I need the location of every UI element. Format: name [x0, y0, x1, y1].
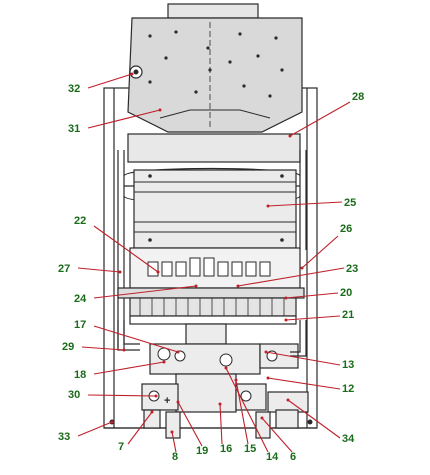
leader-line-6 [261, 417, 293, 453]
leader-tip-18 [162, 360, 166, 364]
callout-label-6: 6 [290, 451, 296, 463]
leader-tip-20 [284, 296, 288, 300]
callout-label-7: 7 [118, 441, 124, 453]
leader-tip-8 [170, 430, 174, 434]
leader-line-12 [267, 377, 341, 390]
callout-label-30: 30 [68, 389, 80, 401]
leader-line-13 [265, 351, 341, 366]
draft-sensor [129, 65, 143, 79]
leader-line-18 [93, 361, 165, 375]
callout-label-32: 32 [68, 83, 80, 95]
leader-tip-15 [234, 378, 238, 382]
callout-label-14: 14 [266, 451, 279, 463]
callout-label-16: 16 [220, 443, 232, 455]
leader-line-25 [267, 201, 343, 207]
leader-tip-19 [176, 400, 180, 404]
burner-lower-plate [129, 315, 297, 325]
bottom-connectors [143, 409, 299, 439]
callout-label-26: 26 [340, 223, 352, 235]
draft-hood-inner [159, 109, 271, 119]
leader-line-26 [301, 235, 339, 269]
leader-line-20 [285, 292, 339, 299]
callout-label-28: 28 [352, 91, 364, 103]
leader-line-34 [287, 399, 341, 439]
callout-label-17: 17 [74, 319, 86, 331]
draft-hood [127, 17, 303, 133]
leader-line-24 [93, 285, 197, 299]
callout-label-27: 27 [58, 263, 70, 275]
leader-tip-7 [150, 410, 154, 414]
callout-label-15: 15 [244, 443, 256, 455]
leader-tip-25 [266, 204, 270, 208]
callout-label-21: 21 [342, 309, 354, 321]
leader-tip-32 [130, 72, 134, 76]
leader-line-33 [77, 421, 113, 437]
leader-line-29 [81, 346, 125, 351]
leader-tip-17 [176, 350, 180, 354]
leader-tip-24 [194, 284, 198, 288]
leader-tip-6 [260, 416, 264, 420]
leader-line-16 [219, 403, 223, 445]
leader-line-14 [225, 367, 269, 453]
leader-tip-28 [288, 134, 292, 138]
callout-label-24: 24 [74, 293, 87, 305]
flue-outlet [167, 3, 259, 19]
burner-block [129, 297, 297, 317]
callout-label-31: 31 [68, 123, 80, 135]
leader-tip-31 [158, 108, 162, 112]
leader-line-7 [127, 411, 153, 445]
leader-tip-14 [224, 366, 228, 370]
leader-tip-21 [284, 318, 288, 322]
leader-tip-12 [266, 376, 270, 380]
leader-line-32 [87, 73, 133, 89]
leader-line-8 [171, 431, 177, 453]
leader-line-27 [77, 267, 121, 273]
leader-line-30 [87, 394, 157, 397]
valve-assembly [141, 323, 309, 413]
leader-line-17 [93, 325, 179, 353]
leader-tip-22 [156, 270, 160, 274]
leader-line-22 [93, 225, 159, 273]
callout-label-23: 23 [346, 263, 358, 275]
leader-tip-29 [122, 348, 126, 352]
leader-tip-26 [300, 266, 304, 270]
callout-label-22: 22 [74, 215, 86, 227]
callout-label-29: 29 [62, 341, 74, 353]
leader-tip-34 [286, 398, 290, 402]
callout-label-19: 19 [196, 445, 208, 457]
leader-tip-33 [110, 420, 114, 424]
leader-line-31 [87, 109, 161, 129]
leader-line-23 [237, 267, 345, 287]
leader-tip-13 [264, 350, 268, 354]
leader-tip-27 [118, 270, 122, 274]
callout-label-25: 25 [344, 197, 356, 209]
exchanger-top [127, 133, 301, 163]
draft-hood-rivets [148, 30, 284, 98]
callout-label-20: 20 [340, 287, 352, 299]
callout-label-33: 33 [58, 431, 70, 443]
exchanger-screws [148, 174, 284, 242]
heat-exchanger [133, 169, 297, 249]
burner-ribs [139, 298, 285, 316]
valve-plus-mark: + [164, 395, 170, 407]
exchanger-coils [134, 181, 296, 233]
leader-tip-16 [218, 402, 222, 406]
leader-line-21 [285, 315, 341, 321]
leader-tip-23 [236, 284, 240, 288]
callout-label-12: 12 [342, 383, 354, 395]
burner-manifold [117, 287, 305, 299]
callout-leaders [77, 72, 351, 453]
leader-line-28 [289, 101, 351, 137]
callout-label-13: 13 [342, 359, 354, 371]
leader-tip-30 [154, 394, 158, 398]
callout-label-18: 18 [74, 369, 86, 381]
callout-label-34: 34 [342, 433, 355, 445]
leader-line-15 [235, 379, 249, 445]
leader-line-19 [177, 401, 203, 447]
callout-label-8: 8 [172, 451, 178, 463]
